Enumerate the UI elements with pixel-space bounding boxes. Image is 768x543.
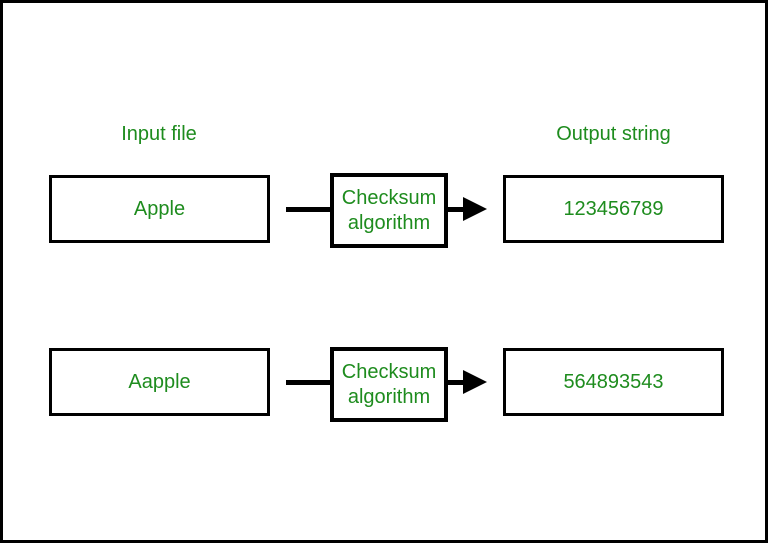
checksum-box-2: Checksum algorithm [330, 347, 448, 422]
input-box-2-label: Aapple [128, 370, 191, 393]
arrow-shaft-1 [448, 207, 468, 212]
output-box-2: 564893543 [503, 348, 724, 416]
input-file-label: Input file [121, 123, 197, 145]
arrow-shaft-2 [448, 380, 468, 385]
output-string-label: Output string [556, 123, 671, 145]
arrow-right-icon [463, 370, 487, 394]
input-box-1-label: Apple [133, 197, 186, 220]
connector-line-2 [286, 380, 330, 385]
arrow-right-icon [463, 197, 487, 221]
checksum-box-2-label: Checksum algorithm [341, 360, 437, 408]
output-box-1-label: 123456789 [563, 197, 664, 220]
checksum-box-1: Checksum algorithm [330, 173, 448, 248]
checksum-box-1-label: Checksum algorithm [341, 186, 437, 234]
input-box-1: Apple [49, 175, 270, 243]
connector-line-1 [286, 207, 330, 212]
input-box-2: Aapple [49, 348, 270, 416]
output-box-1: 123456789 [503, 175, 724, 243]
output-box-2-label: 564893543 [563, 370, 664, 393]
